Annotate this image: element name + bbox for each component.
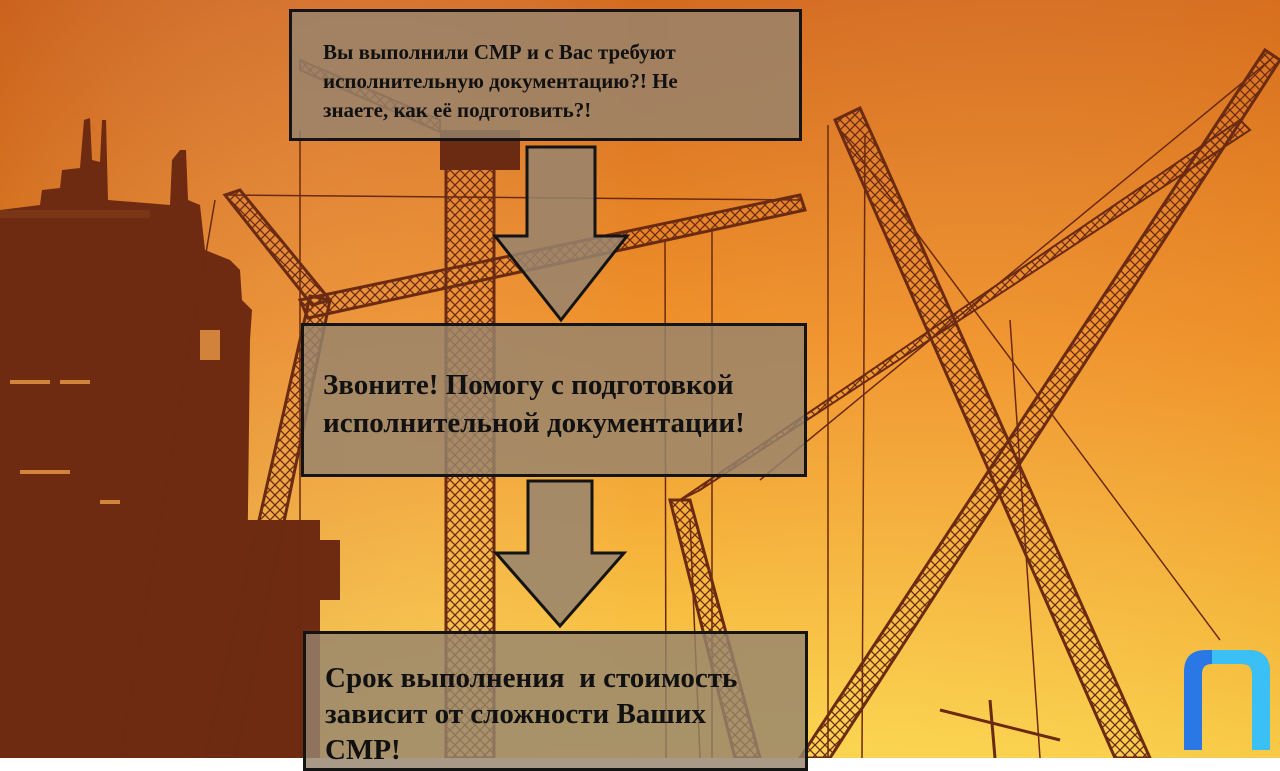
terms-line-1: Срок выполнения и стоимость xyxy=(325,662,738,694)
p-shaped-logo-icon xyxy=(1184,650,1270,750)
down-arrow-1 xyxy=(491,145,631,323)
cta-line-1: Звоните! Помогу с подготовкой xyxy=(323,369,734,401)
terms-line-2: зависит от сложности Ваших xyxy=(325,698,706,730)
question-line-1: Вы выполнили СМР и с Вас требуют xyxy=(323,40,676,64)
building-silhouette xyxy=(0,118,340,758)
crane-right xyxy=(668,47,1280,758)
terms-box: Срок выполнения и стоимость зависит от с… xyxy=(303,631,808,771)
cta-line-2: исполнительной документации! xyxy=(323,407,745,439)
question-box: Вы выполнили СМР и с Вас требуют исполни… xyxy=(289,9,802,141)
call-to-action-box: Звоните! Помогу с подготовкой исполнител… xyxy=(301,323,807,477)
question-line-3: знаете, как её подготовить?! xyxy=(323,98,592,122)
terms-line-3: СМР! xyxy=(325,734,401,766)
down-arrow-2 xyxy=(492,479,628,629)
question-line-2: исполнительную документацию?! Не xyxy=(323,69,678,93)
crane-left xyxy=(203,188,807,758)
